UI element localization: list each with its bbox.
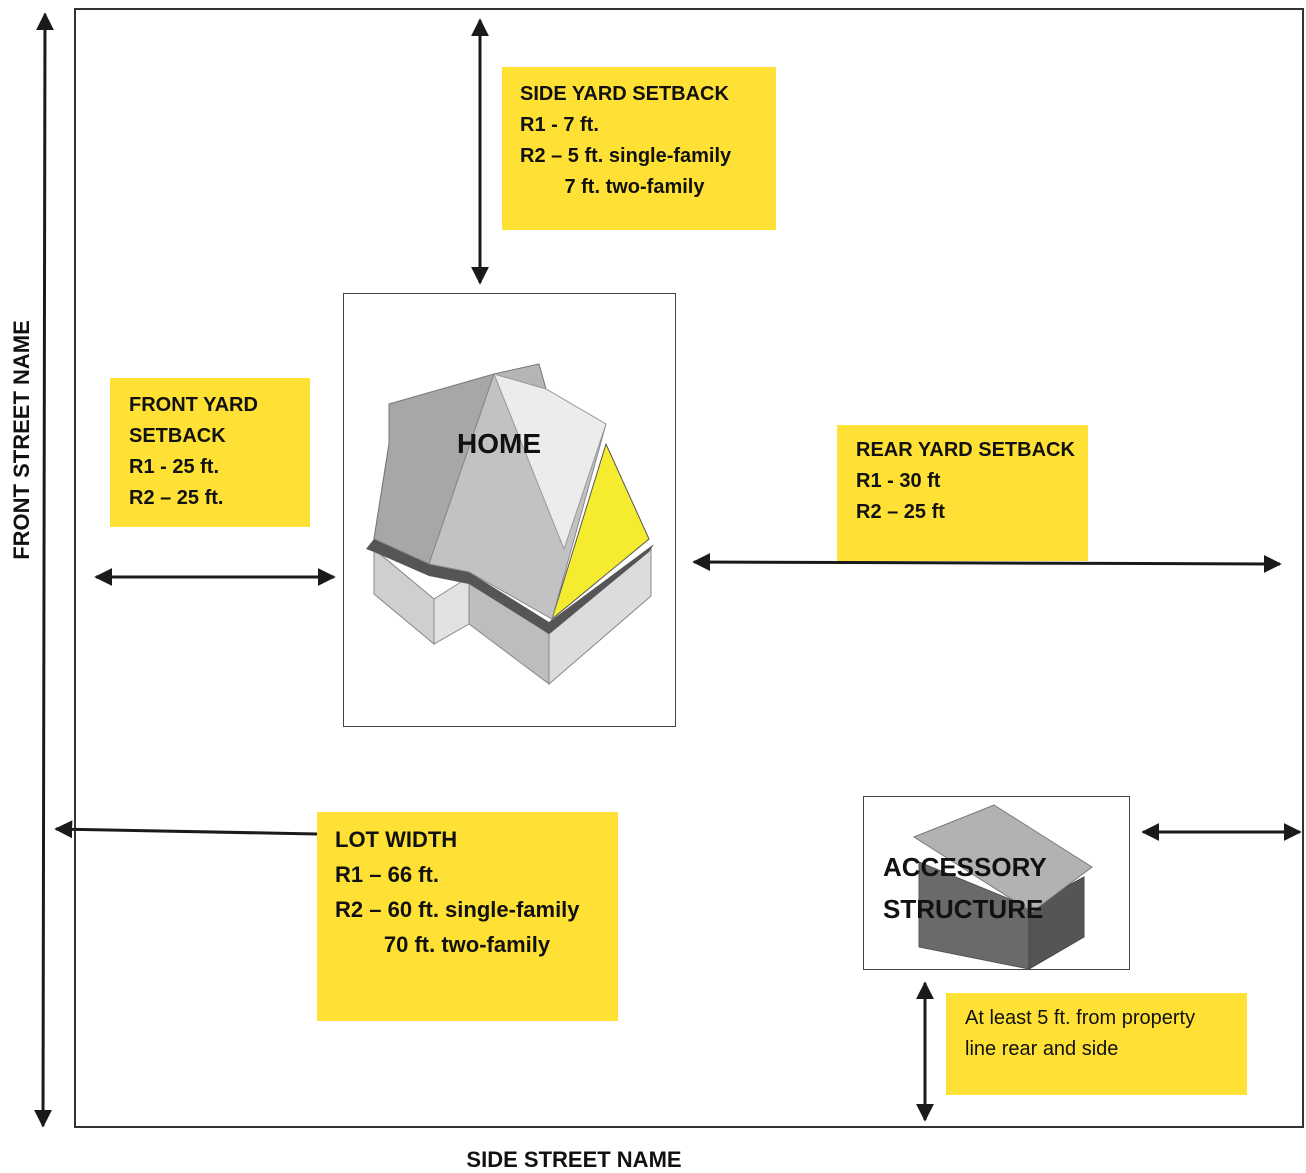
lot-depth-arrow <box>34 12 54 1128</box>
front-yard-setback-note: FRONT YARD SETBACK R1 - 25 ft. R2 – 25 f… <box>110 378 310 527</box>
rear-yard-setback-note: REAR YARD SETBACK R1 - 30 ft R2 – 25 ft <box>837 425 1088 561</box>
side-yard-r2-two-family: 7 ft. two-family <box>520 176 705 198</box>
accessory-label-line-1: ACCESSORY <box>883 852 1047 882</box>
front-yard-title-2: SETBACK <box>129 425 226 447</box>
rear-yard-r1: R1 - 30 ft <box>856 470 941 492</box>
lot-width-title: LOT WIDTH <box>335 827 458 852</box>
home-frame: HOME <box>343 293 676 727</box>
side-street-label: SIDE STREET NAME <box>466 1147 682 1172</box>
lot-width-r1: R1 – 66 ft. <box>335 862 439 887</box>
accessory-label-line-2: STRUCTURE <box>883 894 1044 924</box>
accessory-note-line-1: At least 5 ft. from property <box>965 1007 1196 1029</box>
accessory-note-line-2: line rear and side <box>965 1038 1119 1060</box>
accessory-structure-frame: ACCESSORY STRUCTURE <box>863 796 1130 970</box>
side-yard-r1: R1 - 7 ft. <box>520 114 599 136</box>
lot-boundary <box>74 8 1304 1128</box>
home-label: HOME <box>457 428 541 459</box>
rear-yard-arrow <box>692 553 1282 573</box>
lot-width-note: LOT WIDTH R1 – 66 ft. R2 – 60 ft. single… <box>317 812 618 1021</box>
lot-width-r2: R2 – 60 ft. single-family <box>335 897 580 922</box>
front-yard-r1: R1 - 25 ft. <box>129 456 220 478</box>
accessory-setback-note: At least 5 ft. from property line rear a… <box>946 993 1247 1095</box>
rear-yard-r2: R2 – 25 ft <box>856 501 945 523</box>
side-yard-setback-note: SIDE YARD SETBACK R1 - 7 ft. R2 – 5 ft. … <box>502 67 776 230</box>
side-yard-title: SIDE YARD SETBACK <box>520 83 729 105</box>
rear-yard-title: REAR YARD SETBACK <box>856 439 1075 461</box>
side-yard-r2: R2 – 5 ft. single-family <box>520 145 732 167</box>
lot-width-arrow <box>54 820 318 839</box>
front-yard-title-1: FRONT YARD <box>129 394 258 416</box>
front-yard-r2: R2 – 25 ft. <box>129 487 224 509</box>
accessory-illustration <box>912 804 1093 970</box>
lot-width-r2-two-family: 70 ft. two-family <box>335 932 551 957</box>
house-illustration <box>366 363 654 686</box>
